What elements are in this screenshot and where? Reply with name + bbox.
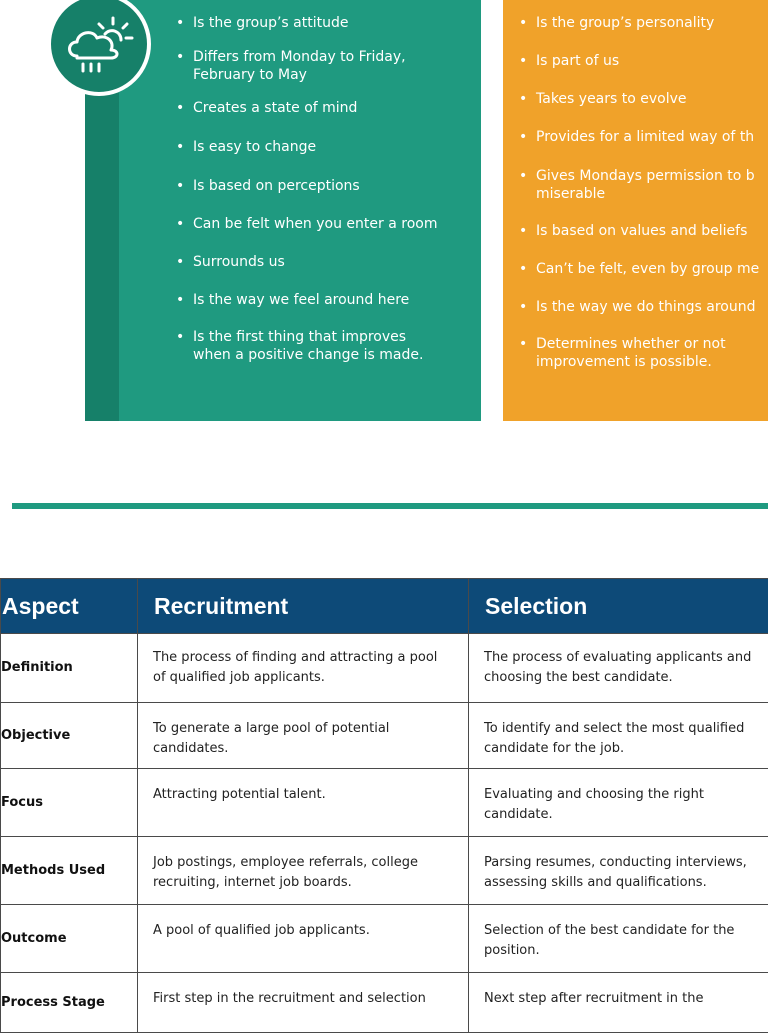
culture-item: Is the group’s personality <box>519 14 768 32</box>
climate-item: Creates a state of mind <box>176 99 476 117</box>
recruitment-cell: Attracting potential talent. <box>138 769 469 837</box>
culture-item: Takes years to evolve <box>519 90 768 108</box>
culture-list: Is the group’s personality Is part of us… <box>519 14 768 371</box>
climate-item: Is the group’s attitude <box>176 14 476 32</box>
climate-item: Is based on perceptions <box>176 177 476 195</box>
section-divider <box>12 503 768 509</box>
recruitment-cell: A pool of qualified job applicants. <box>138 905 469 973</box>
table-header-row: Aspect Recruitment Selection <box>1 579 768 634</box>
recruitment-selection-table: Aspect Recruitment Selection Definition … <box>0 578 768 1033</box>
selection-cell: Evaluating and choosing the right candid… <box>469 769 768 837</box>
aspect-cell: Focus <box>1 769 138 837</box>
recruitment-cell: To generate a large pool of potential ca… <box>138 703 469 769</box>
recruitment-cell: The process of finding and attracting a … <box>138 634 469 703</box>
climate-item: Is the way we feel around here <box>176 291 476 309</box>
culture-item: Is the way we do things around <box>519 298 768 316</box>
table-row: Definition The process of finding and at… <box>1 634 768 703</box>
aspect-cell: Objective <box>1 703 138 769</box>
aspect-cell: Definition <box>1 634 138 703</box>
table-row: Outcome A pool of qualified job applican… <box>1 905 768 973</box>
aspect-cell: Outcome <box>1 905 138 973</box>
table-row: Methods Used Job postings, employee refe… <box>1 837 768 905</box>
culture-item: Can’t be felt, even by group me <box>519 260 768 278</box>
climate-item: Surrounds us <box>176 253 476 271</box>
aspect-cell: Methods Used <box>1 837 138 905</box>
climate-list: Is the group’s attitude Differs from Mon… <box>176 14 476 364</box>
culture-item: Provides for a limited way of th <box>519 128 768 146</box>
climate-item: Differs from Monday to Friday,February t… <box>176 48 476 84</box>
header-selection: Selection <box>469 579 768 634</box>
weather-icon-graphic <box>61 14 137 74</box>
climate-item: Can be felt when you enter a room <box>176 215 476 233</box>
header-recruitment: Recruitment <box>138 579 469 634</box>
selection-cell: Selection of the best candidate for the … <box>469 905 768 973</box>
climate-item: Is easy to change <box>176 138 476 156</box>
selection-cell: To identify and select the most qualifie… <box>469 703 768 769</box>
table-row: Focus Attracting potential talent. Evalu… <box>1 769 768 837</box>
culture-item: Is based on values and beliefs <box>519 222 768 240</box>
recruitment-cell: Job postings, employee referrals, colleg… <box>138 837 469 905</box>
header-aspect: Aspect <box>1 579 138 634</box>
selection-cell: The process of evaluating applicants and… <box>469 634 768 703</box>
table-row: Objective To generate a large pool of po… <box>1 703 768 769</box>
culture-item: Is part of us <box>519 52 768 70</box>
culture-panel: Is the group’s personality Is part of us… <box>503 0 768 421</box>
selection-cell: Parsing resumes, conducting interviews, … <box>469 837 768 905</box>
